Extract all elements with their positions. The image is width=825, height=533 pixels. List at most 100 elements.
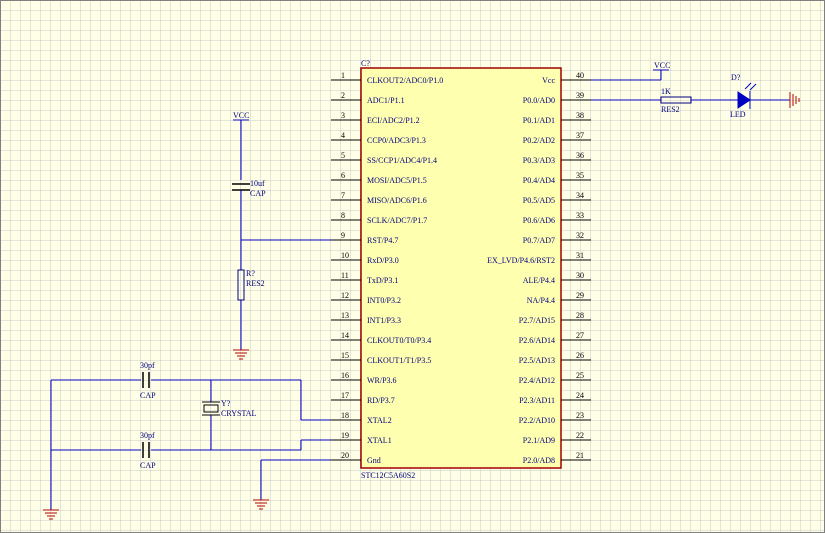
pin-name: RST/P4.7 [367,236,398,245]
pin-number: 12 [341,291,349,300]
pin-number: 2 [341,91,345,100]
pin-name: CLKOUT1/T1/P3.5 [367,356,431,365]
vcc-symbol-left [233,119,249,180]
pin-name: CLKOUT2/ADC0/P1.0 [367,76,443,85]
led-type: LED [730,110,746,119]
pin-number: 11 [341,271,349,280]
pin-name: INT0/P3.2 [367,296,401,305]
vcc-label-left: VCC [233,111,249,120]
pin-number: 40 [576,71,584,80]
pin-number: 33 [576,211,584,220]
vcc-symbol-top [653,69,669,80]
pin-number: 29 [576,291,584,300]
pin-number: 5 [341,151,345,160]
capacitor-xtal-bottom[interactable] [142,442,150,458]
pin-name: ALE/P4.4 [523,276,555,285]
pin-name: MOSI/ADC5/P1.5 [367,176,427,185]
pin-number: 6 [341,171,345,180]
pin-name: P0.3/AD3 [523,156,555,165]
pin-number: 14 [341,331,349,340]
crystal-designator: Y? [221,399,231,408]
chip-pin-5[interactable]: 5SS/CCP1/ADC4/P1.4 [331,151,437,165]
pin-name: P2.3/AD11 [519,396,555,405]
pin-number: 36 [576,151,584,160]
pin-number: 23 [576,411,584,420]
chip-right-pins: 40Vcc39P0.0/AD038P0.1/AD137P0.2/AD236P0.… [487,71,591,465]
capacitor-xtal-top[interactable] [142,372,150,388]
pin-number: 8 [341,211,345,220]
pin-number: 21 [576,451,584,460]
pin-name: P2.2/AD10 [519,416,555,425]
pin-name: ECI/ADC2/P1.2 [367,116,420,125]
pin-number: 22 [576,431,584,440]
pin-name: TxD/P3.1 [367,276,398,285]
pin-name: CCP0/ADC3/P1.3 [367,136,426,145]
resistor-top-value: 1K [661,87,671,96]
pin-name: P0.6/AD6 [523,216,555,225]
resistor-reset-type: RES2 [246,279,265,288]
pin-name: ADC1/P1.1 [367,96,405,105]
pin-number: 30 [576,271,584,280]
pin-number: 19 [341,431,349,440]
pin-number: 38 [576,111,584,120]
pin-name: WR/P3.6 [367,376,397,385]
pin-name: SS/CCP1/ADC4/P1.4 [367,156,437,165]
pin-name: P2.0/AD8 [523,456,555,465]
pin-name: P0.2/AD2 [523,136,555,145]
pin-name: P0.4/AD4 [523,176,555,185]
capacitor-xtal-top-type: CAP [140,391,156,400]
pin-name: P0.1/AD1 [523,116,555,125]
pin-name: XTAL2 [367,416,392,425]
pin-name: P2.7/AD15 [519,316,555,325]
chip-body[interactable] [360,67,562,469]
pin-name: P2.5/AD13 [519,356,555,365]
pin-number: 26 [576,351,584,360]
pin-name: P0.7/AD7 [523,236,555,245]
ground-symbol-chip [253,499,269,510]
pin-number: 35 [576,171,584,180]
pin-name: P2.6/AD14 [519,336,555,345]
pin-name: P0.5/AD5 [523,196,555,205]
pin-name: RxD/P3.0 [367,256,399,265]
